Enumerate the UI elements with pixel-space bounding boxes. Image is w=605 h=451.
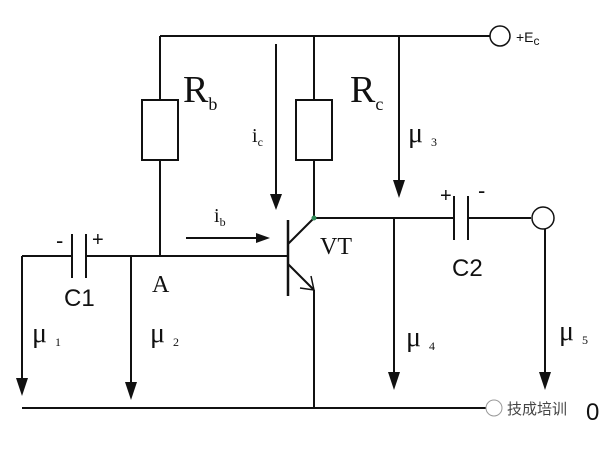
ic-label: ic [252,125,263,149]
watermark-text: 技成培训 [507,401,567,418]
resistor-rb [141,99,179,161]
u5-arrow-icon [539,372,551,390]
u4-arrow-icon [388,372,400,390]
resistor-rc [295,99,333,161]
supply-label: +Ec [516,29,540,48]
transistor-collector [287,217,315,245]
rc-label: Rc [350,69,383,114]
c1-plus-sign: + [92,229,104,251]
capacitor-c2 [453,196,469,240]
watermark: 技成培训 [485,399,567,418]
watermark-logo-icon [485,399,503,417]
ib-arrow-icon [256,233,270,243]
c1-minus-sign: - [56,228,63,253]
arrows [16,36,551,400]
wires [22,35,531,409]
u2-arrow-icon [125,382,137,400]
ic-arrow-icon [270,194,282,210]
supply-terminal [489,25,511,47]
transistor-label: VT [320,234,352,260]
u3-arrow-icon [393,180,405,198]
emitter-arrow-icon [299,275,315,291]
u1-arrow-icon [16,378,28,396]
c2-minus-sign: - [478,178,485,203]
c2-plus-sign: + [440,185,452,207]
c1-label: C1 [64,285,95,312]
output-terminal [531,206,555,230]
ground-label: 0 [586,399,599,426]
capacitor-c1 [71,234,87,278]
collector-node-dot [311,215,317,221]
rb-label: Rb [183,69,217,114]
transistor-emitter [287,263,315,291]
ib-label: ib [214,205,226,229]
c2-label: C2 [452,255,483,282]
transistor-vt [286,215,317,296]
node-a-label: A [152,272,170,298]
